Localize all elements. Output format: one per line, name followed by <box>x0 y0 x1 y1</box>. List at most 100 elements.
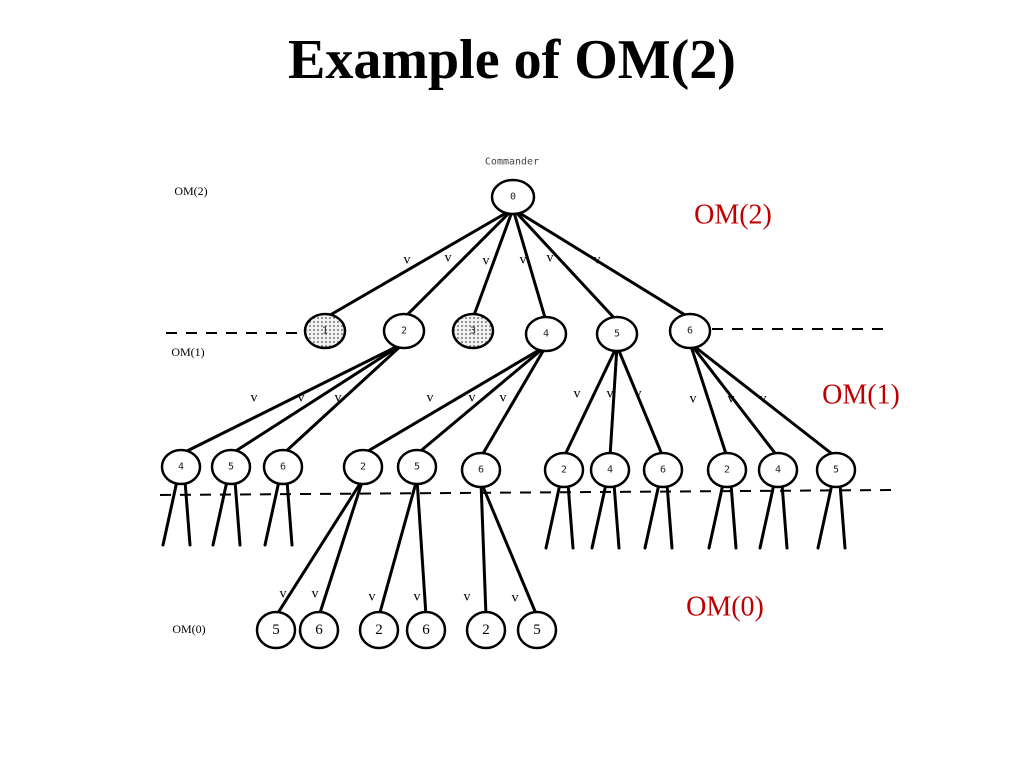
lieutenant-node <box>524 315 568 353</box>
traitor-node <box>303 312 347 350</box>
edge-label-v: v <box>728 392 735 407</box>
om1-node-label: 5 <box>228 462 234 473</box>
om0-node-label: 5 <box>272 622 280 638</box>
small-level-label: OM(2) <box>174 184 207 198</box>
leaf-stub <box>544 482 562 550</box>
leaf-stub <box>780 482 789 550</box>
tree-edge <box>615 344 665 459</box>
red-level-label: OM(0) <box>686 592 764 623</box>
edge-label-v: v <box>607 387 614 402</box>
leaf-stub <box>643 482 661 550</box>
om1-node-label: 2 <box>360 462 366 473</box>
tree-edge <box>562 344 619 459</box>
leaf-stub <box>758 482 776 550</box>
om1-node-label: 2 <box>724 465 730 476</box>
leaf-stub <box>729 482 738 550</box>
om1-node <box>757 451 799 489</box>
om0-node-label: 2 <box>482 622 490 638</box>
om1-node-label: 4 <box>607 465 613 476</box>
om1-node-label: 5 <box>414 462 420 473</box>
edge-label-v: v <box>427 391 434 406</box>
om0-node <box>465 610 507 650</box>
edge-label-v: v <box>335 391 342 406</box>
tree-edge <box>179 341 406 456</box>
leaf-stub <box>263 479 281 547</box>
lieutenant-node-label: 1 <box>322 326 328 337</box>
slide-title: Example of OM(2) <box>288 29 736 91</box>
om1-node-label: 6 <box>478 465 484 476</box>
edge-label-v: v <box>251 391 258 406</box>
tree-edge <box>323 207 515 320</box>
om1-node-label: 6 <box>660 465 666 476</box>
om0-node <box>255 610 297 650</box>
edge-label-v: v <box>512 591 519 606</box>
om1-node <box>342 448 384 486</box>
lieutenant-node <box>668 312 712 350</box>
om0-node <box>516 610 558 650</box>
edge-label-v: v <box>547 251 554 266</box>
edge-label-v: v <box>574 387 581 402</box>
edge-label-v: v <box>445 251 452 266</box>
om1-node <box>262 448 304 486</box>
red-level-label: OM(2) <box>694 200 772 231</box>
tree-edge <box>361 344 548 456</box>
edge-label-v: v <box>464 590 471 605</box>
leaf-stub <box>285 479 294 547</box>
lieutenant-node-label: 4 <box>543 329 549 340</box>
tree-edge <box>479 480 539 618</box>
om1-node <box>396 448 438 486</box>
tree-edge <box>415 344 548 456</box>
leaf-stub <box>838 482 847 550</box>
om0-node-label: 5 <box>533 622 541 638</box>
tree-edge <box>511 207 619 323</box>
tree-edge <box>511 207 548 323</box>
leaf-stub <box>211 479 229 547</box>
tree-edge <box>511 207 692 320</box>
edge-label-v: v <box>500 391 507 406</box>
edge-label-v: v <box>760 392 767 407</box>
lieutenant-node <box>382 312 426 350</box>
om1-node <box>642 451 684 489</box>
tree-edge <box>688 341 780 459</box>
om0-node <box>405 610 447 650</box>
om0-node-label: 6 <box>422 622 430 638</box>
om1-node <box>543 451 585 489</box>
om0-node <box>298 610 340 650</box>
om1-node-label: 5 <box>833 465 839 476</box>
edge-label-v: v <box>594 253 601 268</box>
tree-edge <box>274 477 365 618</box>
leaf-stub <box>665 482 674 550</box>
edge-label-v: v <box>690 392 697 407</box>
edge-label-v: v <box>280 587 287 602</box>
tree-edge <box>402 207 515 320</box>
edge-label-v: v <box>404 253 411 268</box>
edge-label-v: v <box>520 253 527 268</box>
om1-node <box>460 451 502 489</box>
leaf-stub <box>161 479 179 547</box>
tree-edge <box>479 344 548 459</box>
edge-label-v: v <box>312 587 319 602</box>
om1-node-label: 2 <box>561 465 567 476</box>
tree-edge <box>415 477 428 618</box>
om1-node <box>210 448 252 486</box>
tree-edge <box>317 477 365 618</box>
traitor-node <box>451 312 495 350</box>
leaf-stub <box>707 482 725 550</box>
edge-label-v: v <box>469 391 476 406</box>
om0-node-label: 6 <box>315 622 323 638</box>
om1-node-label: 6 <box>280 462 286 473</box>
om1-node <box>706 451 748 489</box>
leaf-stub <box>590 482 608 550</box>
om1-node <box>815 451 857 489</box>
tree-edge <box>479 480 488 618</box>
lieutenant-node-label: 2 <box>401 326 407 337</box>
leaf-stub <box>612 482 621 550</box>
om1-node <box>589 451 631 489</box>
edge-label-v: v <box>483 254 490 269</box>
commander-node <box>490 178 536 216</box>
edge-label-v: v <box>369 590 376 605</box>
lieutenant-node-label: 5 <box>614 329 620 340</box>
leaf-stub <box>233 479 242 547</box>
